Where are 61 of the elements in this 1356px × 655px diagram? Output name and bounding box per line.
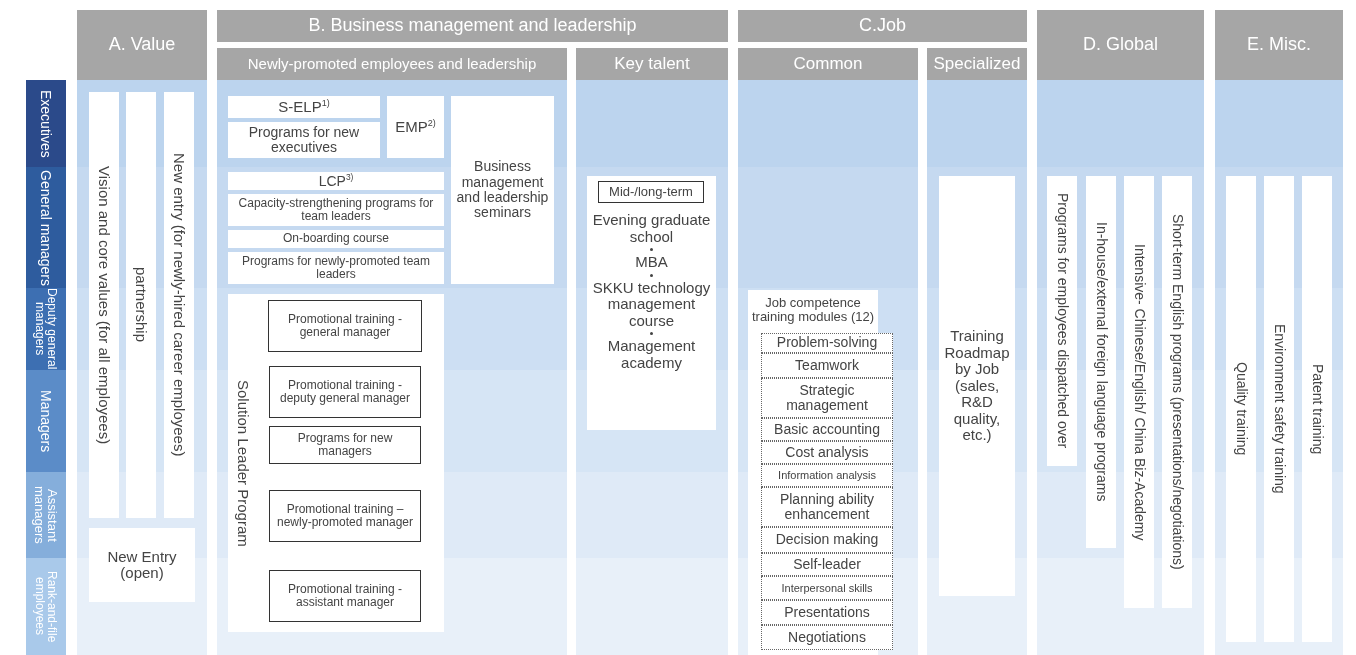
module-box: Basic accounting <box>761 418 893 441</box>
program-box: Quality training <box>1226 176 1256 642</box>
program-box: Capacity-strengthening programs for team leaders <box>228 194 444 226</box>
module-box: Presentations <box>761 600 893 625</box>
program-box: Mid-/long-term <box>598 181 704 203</box>
program-box: In-house/external foreign language programs <box>1086 176 1116 548</box>
program-box: Patent training <box>1302 176 1332 642</box>
module-box: Interpersonal skills <box>761 576 893 600</box>
rank-label: Assistant managers <box>26 472 66 558</box>
module-box: Self-leader <box>761 553 893 576</box>
program-panel <box>228 294 444 632</box>
program-box: Programs for new executives <box>228 122 380 158</box>
program-box: Intensive- Chinese/English/ China Biz-Academy <box>1124 176 1154 608</box>
rank-label: Deputy general managers <box>26 288 66 370</box>
program-box: Programs for newly-promoted team leaders <box>228 252 444 284</box>
panel-title: Job competence training modules (12) <box>750 296 876 324</box>
program-box: LCP$^{3)}$ <box>228 172 444 190</box>
program-box: EMP$^{2)}$ <box>387 96 444 158</box>
rank-label: Managers <box>26 370 66 472</box>
program-name: SKKU technology management course <box>591 279 712 329</box>
program-box: partnership <box>126 92 156 518</box>
program-box: Programs for employees dispatched over <box>1047 176 1077 466</box>
program-name: Evening graduate school <box>591 212 712 245</box>
program-box: New Entry (open) <box>89 528 195 602</box>
module-box: Cost analysis <box>761 441 893 464</box>
section-header: C.Job <box>738 10 1027 42</box>
module-box: Information analysis <box>761 464 893 487</box>
module-box: Teamwork <box>761 353 893 378</box>
subsection-header: Key talent <box>576 48 728 80</box>
module-box: Problem-solving <box>761 333 893 353</box>
module-box: Negotiations <box>761 625 893 650</box>
program-box: Promotional training - general manager <box>268 300 422 352</box>
program-box: New entry (for newly-hired career employees) <box>164 92 194 518</box>
program-box: On-boarding course <box>228 230 444 248</box>
module-box: Strategic management <box>761 378 893 418</box>
module-box: Planning ability enhancement <box>761 487 893 527</box>
section-header: D. Global <box>1037 10 1204 80</box>
section-header: E. Misc. <box>1215 10 1343 80</box>
program-box: Short-term English programs (presentations/negotiations) <box>1162 176 1192 608</box>
rank-label: Executives <box>26 80 66 167</box>
rank-label: General managers <box>26 167 66 288</box>
program-name: Management academy <box>606 338 697 371</box>
section-header: A. Value <box>77 10 207 80</box>
program-box: Promotional training - deputy general manager <box>269 366 421 418</box>
section-header: B. Business management and leadership <box>217 10 728 42</box>
module-box: Decision making <box>761 527 893 553</box>
program-box: Promotional training – newly-promoted manager <box>269 490 421 542</box>
program-box: Training Roadmap by Job (sales, R&D quality, etc.) <box>939 176 1015 596</box>
program-box: Business management and leadership seminars <box>451 96 554 284</box>
program-box: Promotional training - assistant manager <box>269 570 421 622</box>
program-box: Environment safety training <box>1264 176 1294 642</box>
program-box: Programs for new managers <box>269 426 421 464</box>
subsection-header: Specialized <box>927 48 1027 80</box>
program-box: S-ELP$^{1)}$ <box>228 96 380 118</box>
panel-title: Solution Leader Program <box>234 378 251 549</box>
rank-label: Rank-and-file employees <box>26 558 66 655</box>
subsection-header: Common <box>738 48 918 80</box>
program-name: MBA <box>635 254 668 271</box>
program-panel <box>587 176 716 430</box>
program-box: Vision and core values (for all employees) <box>89 92 119 518</box>
subsection-header: Newly-promoted employees and leadership <box>217 48 567 80</box>
